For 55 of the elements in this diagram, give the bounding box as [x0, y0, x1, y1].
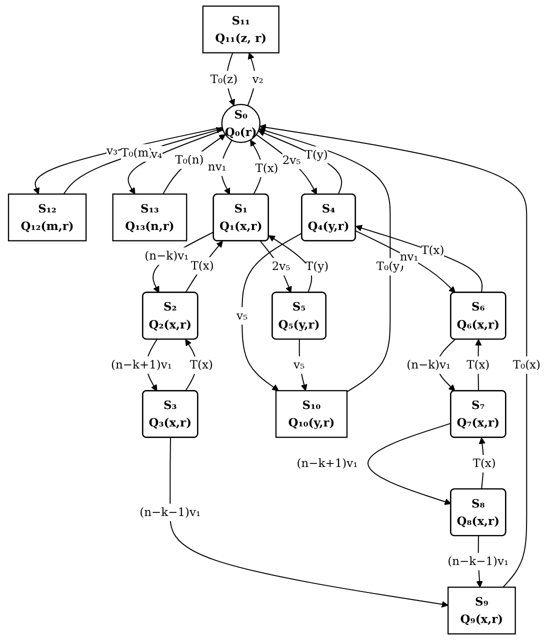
edge-label: v₅ [293, 358, 305, 372]
arrow [298, 338, 308, 391]
edge-label: T(x) [190, 258, 214, 272]
edge-label: T₀(x) [512, 358, 540, 372]
arrow [260, 240, 292, 294]
edge-label: (n−k+1)v₁ [296, 456, 358, 470]
node-box: S₁₁ Q₁₁(z, r) [202, 6, 280, 54]
arrow [184, 339, 197, 392]
arrow [63, 127, 223, 195]
edge-label: T(y) [304, 148, 328, 162]
node-box: S₁₂ Q₁₂(m,r) [8, 194, 87, 242]
arrow [268, 235, 312, 294]
arrow [220, 140, 232, 195]
edge-label: T(x) [472, 456, 496, 470]
arrow [170, 437, 448, 608]
edge-label: T₀(z) [210, 72, 238, 86]
arrow [152, 232, 214, 294]
arrow [258, 127, 391, 392]
arrow [33, 126, 223, 194]
node-box: S₉ Q₉(x,r) [448, 586, 516, 634]
edge-label: v₂ [252, 72, 264, 86]
arrow [368, 422, 452, 505]
arrow [258, 130, 342, 195]
arrow [478, 437, 486, 490]
edge-label: T(x) [421, 243, 444, 258]
edge-label: v₅ [236, 308, 248, 322]
edge-label: 2v₅ [282, 153, 301, 167]
arrow [128, 129, 224, 194]
edge-label: T(x) [466, 358, 490, 372]
arrow [162, 134, 226, 195]
edge-label: T₀(n) [175, 152, 204, 167]
edge-label: T(y) [306, 259, 329, 274]
arrow [355, 230, 456, 294]
arrow [475, 339, 482, 392]
arrow [250, 140, 263, 195]
edge-label: T(x) [255, 161, 278, 175]
edge-label: (n−k−1)v₁ [140, 505, 201, 519]
edge-label: v₃ [106, 144, 118, 158]
arrow [242, 232, 303, 391]
edge-label: (n−k)v₁ [406, 358, 451, 372]
node-box: S₁₃ Q₁₃(n,r) [112, 194, 188, 242]
edge-label: nv₁ [400, 250, 418, 264]
edge-label: v₄ [151, 147, 162, 162]
arrow [256, 134, 317, 195]
edge-label: (n−k+1)v₁ [111, 358, 172, 372]
edge-label: (n−k−1)v₁ [448, 554, 509, 568]
edge-label: nv₁ [208, 160, 226, 174]
arrow [355, 224, 483, 294]
edge-label: 2v₅ [272, 259, 290, 274]
edge-label: T(x) [190, 358, 213, 372]
node-box: S₁₀ Q₁₀(y,r) [275, 390, 348, 438]
arrow [184, 240, 223, 294]
edge-label: (n−k)v₁ [144, 248, 189, 263]
node-circle: S₀ Q₀(r) [221, 104, 260, 144]
arrow [247, 52, 256, 106]
